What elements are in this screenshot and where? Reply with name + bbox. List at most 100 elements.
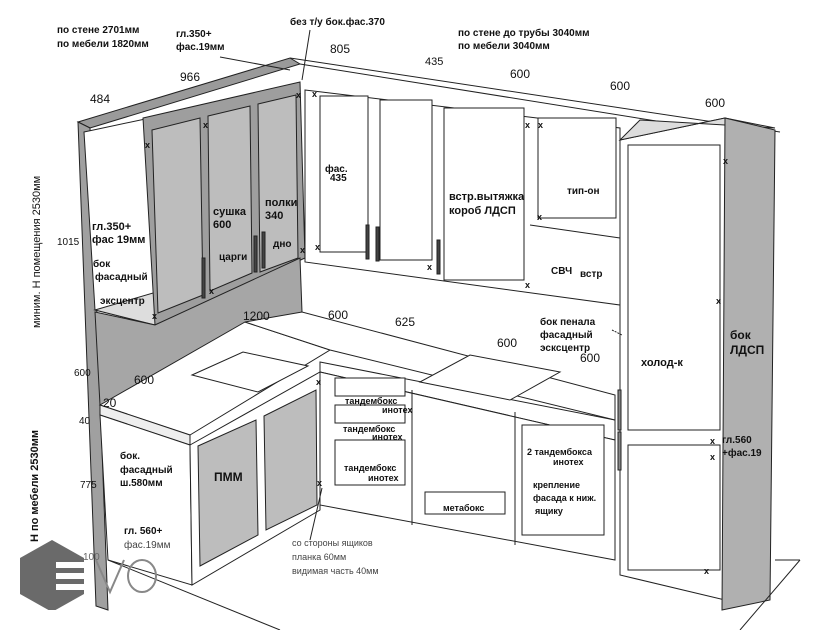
shelves-label: полки (265, 197, 298, 209)
upper-facade (443, 107, 525, 281)
lower-depth: гл. 560+ (124, 526, 163, 537)
upper-facade (319, 95, 369, 253)
handle (201, 257, 206, 299)
dim-600: 600 (497, 336, 518, 350)
x-mark: x (710, 436, 716, 446)
lower-right-note: ящику (535, 506, 563, 516)
handle (436, 239, 441, 275)
dim-435: 435 (425, 56, 444, 68)
builtin-label: встр (580, 269, 603, 280)
hob (418, 354, 562, 401)
drawer (334, 377, 406, 397)
microwave-label: СВЧ (551, 266, 573, 277)
handle (365, 224, 370, 260)
dim-484: 484 (90, 92, 111, 106)
x-mark: x (315, 242, 321, 252)
lower-side: ш.580мм (120, 478, 163, 489)
dim-966: 966 (180, 70, 201, 84)
x-mark: x (145, 140, 151, 150)
dim-600: 600 (610, 79, 631, 93)
x-mark: x (300, 245, 306, 255)
dim-20: 20 (103, 396, 117, 410)
hood-label: встр.вытяжка (449, 191, 525, 203)
lower-right-note: 2 тандембокса (527, 447, 593, 457)
drawer-label: инотех (368, 473, 399, 483)
dim-775: 775 (80, 480, 97, 491)
facade-3 (257, 94, 299, 273)
metabox-label: метабокс (443, 503, 485, 513)
upper-facade: фас 19мм (92, 234, 146, 246)
dim-805: 805 (330, 42, 351, 56)
side-label: фасадный (95, 272, 148, 283)
x-mark: x (317, 478, 323, 488)
metabox-drawer (424, 491, 506, 515)
bottom-label: дно (273, 239, 292, 250)
left-furniture-length: по мебели 1820мм (57, 39, 149, 50)
x-mark: x (203, 120, 209, 130)
tall-depth: гл.560 (722, 435, 752, 446)
dim-625: 625 (395, 315, 416, 329)
shelves-value: 340 (265, 210, 284, 222)
x-mark: x (152, 311, 158, 321)
upper-depth: гл.350+ (92, 221, 132, 233)
room-min-height: миним. Н помещения 2530мм (31, 175, 43, 328)
x-mark: x (716, 296, 722, 306)
rails-label: царги (219, 252, 248, 263)
no-tu-note: без т/у бок.фас.370 (290, 17, 385, 28)
lower-side: бок. (120, 451, 141, 462)
x-mark: x (537, 212, 543, 222)
plinth-note: видимая часть 40мм (292, 566, 379, 576)
x-mark: x (710, 452, 716, 462)
dim-600-height: 600 (74, 368, 91, 379)
x-mark: x (427, 262, 433, 272)
dim-600: 600 (134, 373, 155, 387)
back-wall-line (289, 57, 781, 133)
pencil-side: фасадный (540, 330, 593, 341)
left-wall-edge (77, 121, 109, 611)
plinth-note: планка 60мм (292, 552, 347, 562)
drawer-label: инотех (372, 432, 403, 442)
side-label: эксцентр (100, 296, 145, 307)
evo-logo-mark (20, 540, 157, 612)
dim-600: 600 (328, 308, 349, 322)
facade-1 (151, 117, 204, 314)
lower-right-note: крепление (533, 480, 581, 490)
back-furniture-length: по мебели 3040мм (458, 41, 550, 52)
top-facade: фас.19мм (176, 42, 225, 53)
floor-line (107, 559, 281, 630)
upper-facade (537, 117, 617, 219)
back-wall-length: по стене до трубы 3040мм (458, 28, 590, 39)
dim-600: 600 (580, 351, 601, 365)
facade (263, 389, 318, 531)
fridge-lower-facade (627, 444, 721, 571)
x-mark: x (525, 120, 531, 130)
facade-value: 435 (330, 173, 347, 184)
evo-logo (20, 540, 160, 615)
x-mark: x (525, 280, 531, 290)
side-label: бок (93, 259, 111, 270)
drawer (334, 404, 406, 424)
drawer (334, 439, 406, 486)
lower-side: фасадный (120, 465, 173, 476)
plinth-note: со стороны ящиков (292, 538, 373, 548)
dim-1200: 1200 (243, 309, 270, 323)
dishwasher-facade (197, 419, 259, 567)
dim-600: 600 (510, 67, 531, 81)
furniture-height: Н по мебели 2530мм (29, 430, 41, 542)
upper-facade (379, 99, 433, 261)
side-ldsp: ЛДСП (730, 343, 765, 357)
drawer-label: инотех (382, 405, 413, 415)
x-mark: x (209, 286, 215, 296)
x-mark: x (538, 120, 544, 130)
handle (375, 226, 380, 262)
x-mark: x (704, 566, 710, 576)
lower-right-note: инотех (553, 457, 584, 467)
facade-label: фас. (325, 164, 348, 175)
handle (253, 235, 258, 273)
pencil-side: эсксцентр (540, 343, 591, 354)
facade-2 (207, 105, 253, 292)
x-mark: x (723, 156, 729, 166)
dryer-width: 600 (213, 219, 232, 231)
sink (190, 351, 310, 393)
